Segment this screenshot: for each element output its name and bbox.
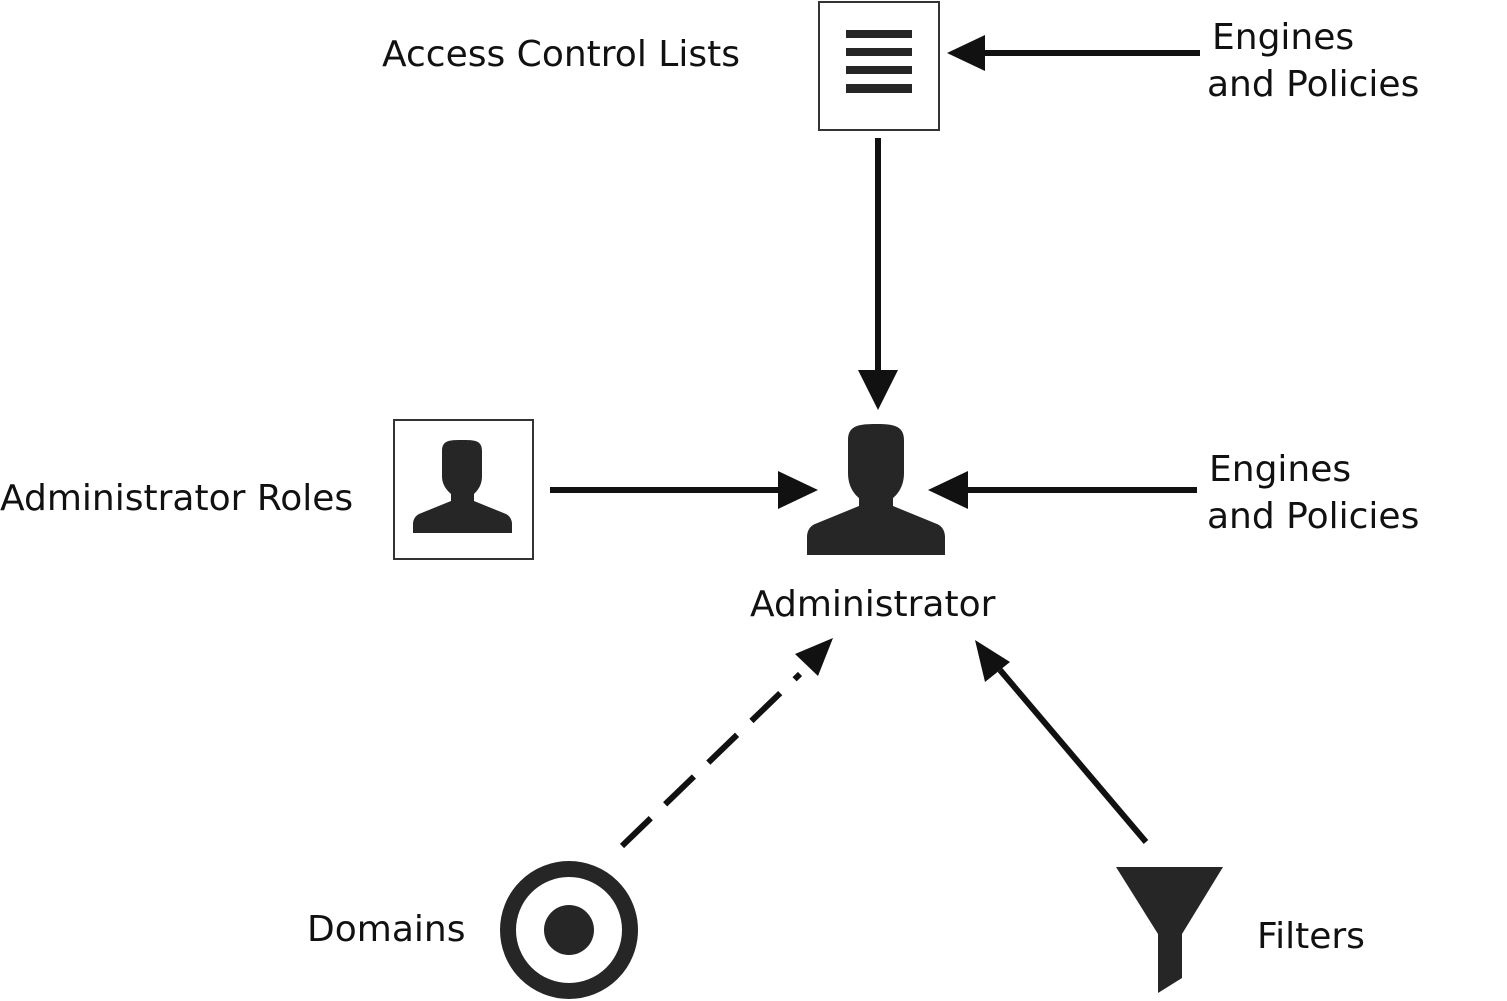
- list-icon: [846, 30, 912, 93]
- engines-top-line2: and Policies: [1207, 64, 1419, 105]
- engines-mid-label: Engines and Policies: [1207, 449, 1419, 537]
- edge-engines-to-admin: [928, 471, 1197, 509]
- admin-label: Administrator: [750, 584, 996, 625]
- admin-person-icon: [807, 424, 945, 555]
- roles-label: Administrator Roles: [0, 478, 353, 519]
- filters-label: Filters: [1257, 916, 1365, 957]
- edge-domains-to-admin: [619, 638, 833, 849]
- person-icon: [413, 440, 512, 533]
- funnel-icon: [1116, 867, 1223, 993]
- edge-roles-to-admin: [550, 471, 818, 509]
- engines-top-line1: Engines: [1212, 17, 1354, 58]
- domains-label: Domains: [307, 909, 465, 950]
- engines-mid-line2: and Policies: [1207, 496, 1419, 537]
- acl-label: Access Control Lists: [382, 34, 740, 75]
- edge-engines-to-acl: [947, 35, 1200, 71]
- edge-acl-to-admin: [858, 138, 898, 410]
- engines-mid-line1: Engines: [1209, 449, 1351, 490]
- engines-top-label: Engines and Policies: [1207, 17, 1419, 105]
- target-icon: [500, 861, 638, 999]
- edge-filters-to-admin: [975, 640, 1149, 844]
